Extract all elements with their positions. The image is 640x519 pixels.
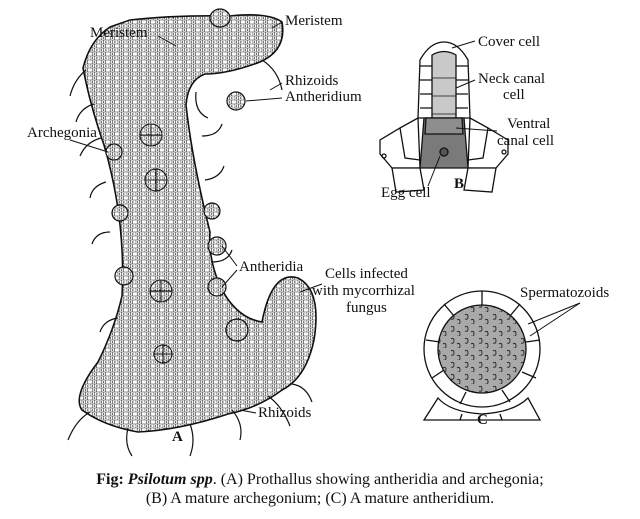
prothallus-drawing (68, 9, 316, 456)
label-cover-cell: Cover cell (478, 34, 540, 50)
label-panel-b: B (454, 176, 464, 192)
prothallus-body (79, 15, 316, 432)
label-archegonia: Archegonia (27, 125, 97, 141)
label-meristem-left: Meristem (90, 25, 148, 41)
antheridium-drawing (424, 291, 540, 420)
label-cells-infected-1: Cells infected (325, 266, 408, 282)
label-egg-cell: Egg cell (381, 185, 431, 201)
label-panel-a: A (172, 429, 183, 445)
archegonium-drawing (380, 42, 508, 192)
label-antheridium: Antheridium (285, 89, 362, 105)
label-ventral-2: canal cell (497, 133, 554, 149)
caption-line-1: Fig: Psilotum spp. (A) Prothallus showin… (0, 470, 640, 489)
label-rhizoids-bottom: Rhizoids (258, 405, 311, 421)
caption-line1-rest: . (A) Prothallus showing antheridia and … (213, 471, 544, 488)
label-antheridia: Antheridia (239, 259, 303, 275)
label-panel-c: C (477, 412, 488, 428)
caption-line-2: (B) A mature archegonium; (C) A mature a… (0, 489, 640, 508)
label-spermatozoids: Spermatozoids (520, 285, 609, 301)
figure-caption: Fig: Psilotum spp. (A) Prothallus showin… (0, 470, 640, 508)
caption-species: Psilotum spp (128, 471, 213, 488)
label-ventral-1: Ventral (507, 116, 550, 132)
label-rhizoids-top: Rhizoids (285, 73, 338, 89)
label-neck-canal-1: Neck canal (478, 71, 545, 87)
label-cells-infected-2: with mycorrhizal (312, 283, 415, 299)
label-cells-infected-3: fungus (346, 300, 387, 316)
figure-drawing: Meristem Meristem Rhizoids Antheridium A… (0, 0, 640, 470)
caption-fig: Fig: (96, 471, 124, 488)
label-meristem-right: Meristem (285, 13, 343, 29)
label-neck-canal-2: cell (503, 87, 525, 103)
